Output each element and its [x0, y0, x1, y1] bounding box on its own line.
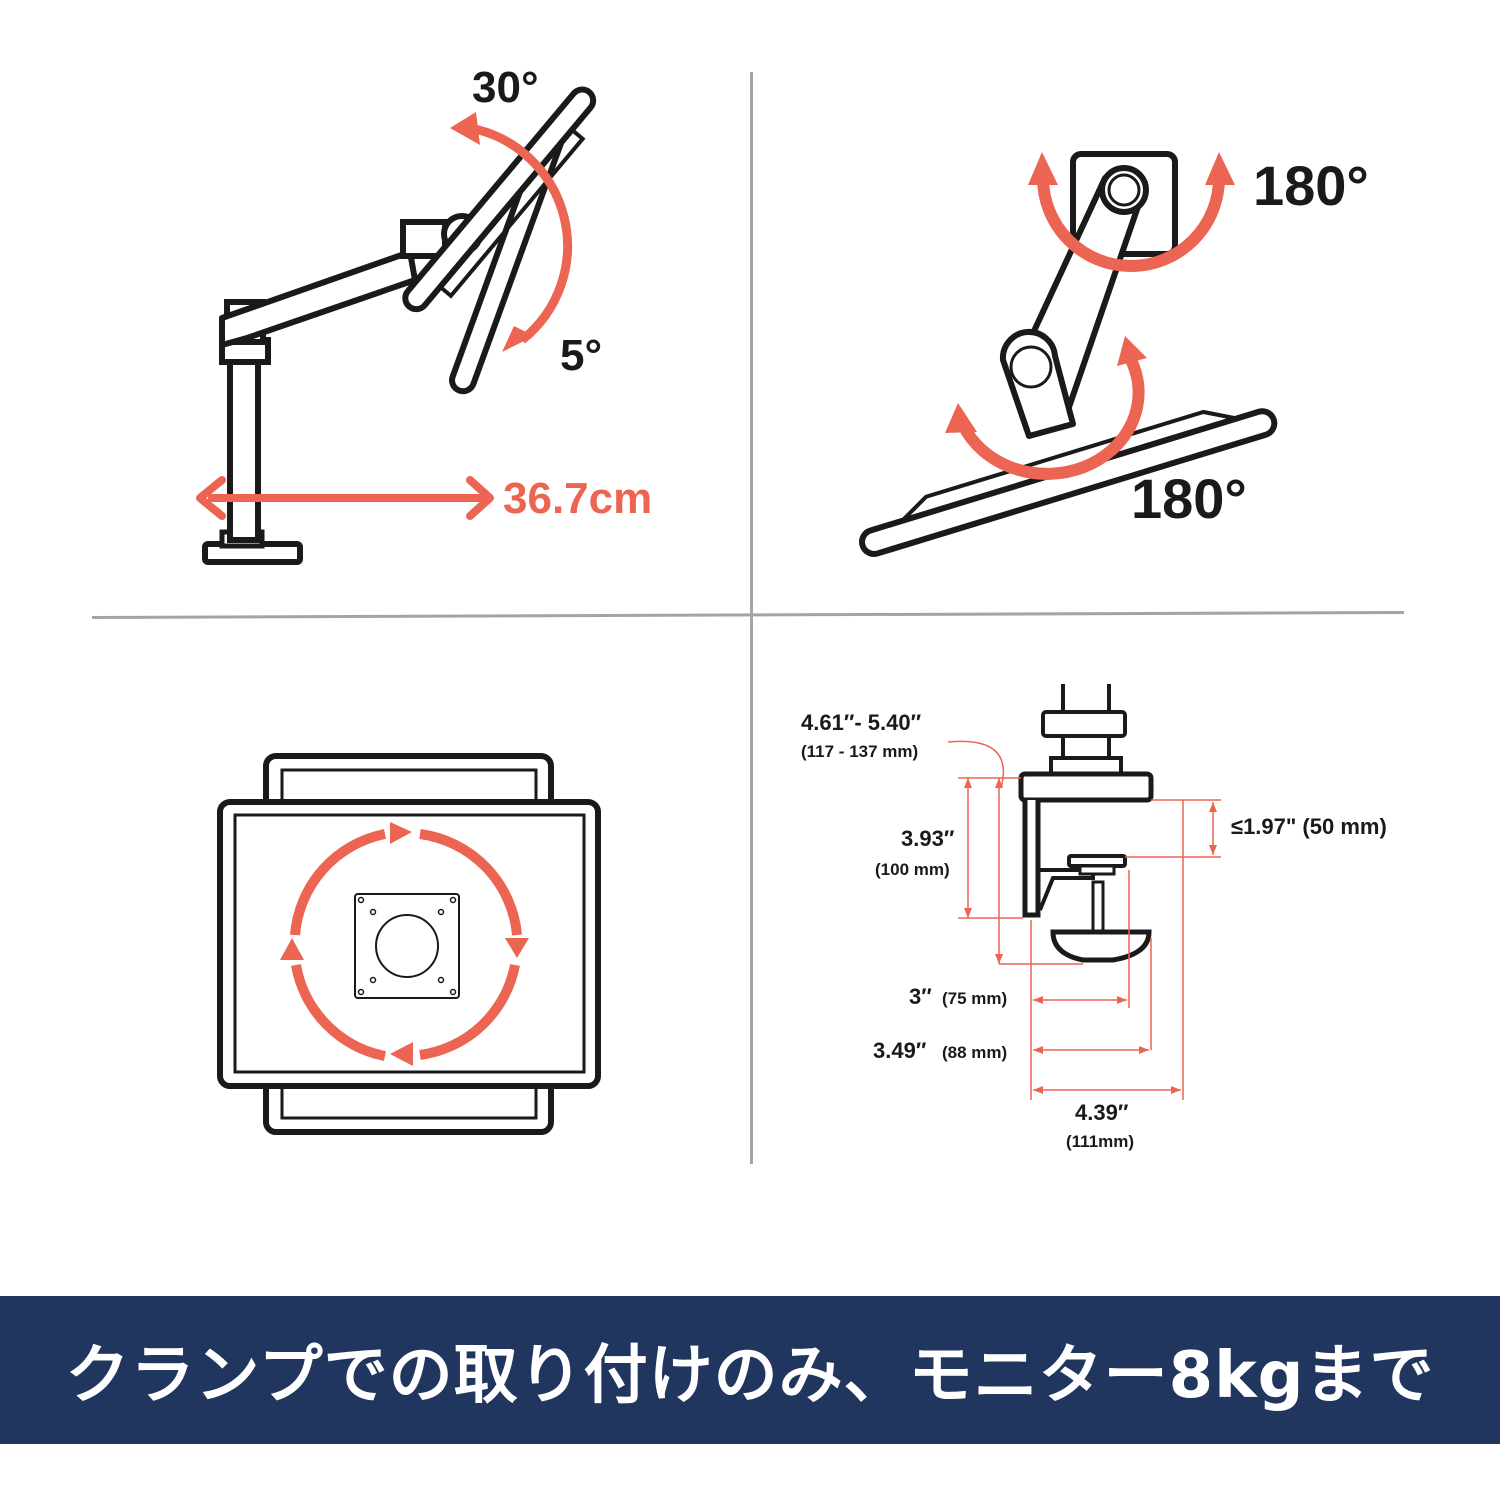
- depth-1-label: 3″: [909, 984, 932, 1009]
- tilt-up-angle-label: 30°: [472, 63, 539, 112]
- clamp-diagram: 4.61″- 5.40″ (117 - 137 mm) 3.93″ (100 m…: [801, 684, 1387, 1151]
- vertical-divider: [750, 72, 753, 1164]
- info-banner: クランプでの取り付けのみ、モニター8kgまで: [0, 1296, 1500, 1444]
- banner-text: クランプでの取り付けのみ、モニター8kgまで: [65, 1339, 1435, 1413]
- depth-3-mm-label: (111mm): [1066, 1132, 1134, 1151]
- reach-distance-label: 36.7cm: [503, 474, 652, 523]
- rotation-diagram: [217, 753, 601, 1135]
- depth-3-label: 4.39″: [1075, 1100, 1129, 1125]
- desk-thickness-label: ≤1.97" (50 mm): [1231, 814, 1387, 839]
- total-height-label: 4.61″- 5.40″: [801, 710, 922, 735]
- depth-2-label: 3.49″: [873, 1038, 927, 1063]
- clamp-dimensions-panel: 4.61″- 5.40″ (117 - 137 mm) 3.93″ (100 m…: [753, 620, 1500, 1240]
- tilt-reach-panel: 30° 5° 36.7cm: [0, 0, 750, 615]
- depth-2-mm-label: (88 mm): [942, 1043, 1007, 1062]
- swivel-bottom-angle-label: 180°: [1131, 467, 1247, 530]
- tilt-diagram: 30° 5° 36.7cm: [196, 63, 652, 565]
- tilt-down-angle-label: 5°: [560, 331, 602, 380]
- swivel-panel: 180° 180°: [753, 0, 1500, 615]
- swivel-diagram: 180° 180°: [859, 151, 1369, 557]
- depth-1-mm-label: (75 mm): [942, 989, 1007, 1008]
- rotation-panel: [0, 620, 750, 1240]
- clamp-height-mm-label: (100 mm): [875, 860, 950, 879]
- total-height-mm-label: (117 - 137 mm): [801, 742, 918, 761]
- clamp-height-label: 3.93″: [901, 826, 955, 851]
- swivel-top-angle-label: 180°: [1253, 154, 1369, 217]
